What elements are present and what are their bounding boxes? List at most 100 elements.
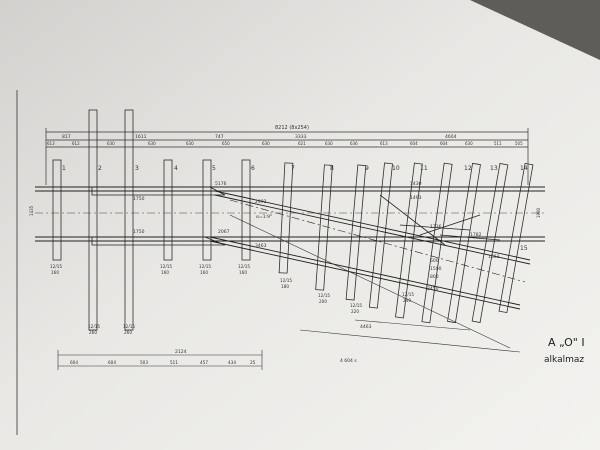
paper-shadow	[470, 0, 600, 60]
svg-text:12/15: 12/15	[318, 293, 330, 298]
top-dimension-lines	[45, 128, 529, 185]
sleeper	[315, 164, 333, 291]
sleeper-section-labels: 12/15 160 12/15 160 12/15 160 12/15 160 …	[50, 264, 414, 335]
svg-text:630: 630	[107, 141, 115, 146]
svg-text:7: 7	[291, 165, 295, 172]
svg-text:8: 8	[330, 165, 334, 172]
svg-text:434: 434	[228, 360, 236, 365]
svg-text:800: 800	[430, 274, 439, 280]
svg-text:11: 11	[420, 165, 428, 172]
svg-text:12/15: 12/15	[88, 324, 100, 329]
svg-text:13: 13	[490, 165, 498, 172]
svg-text:630: 630	[465, 141, 473, 146]
svg-text:9: 9	[365, 165, 369, 172]
svg-text:10: 10	[392, 165, 400, 172]
caption-line-2: alkalmaz	[544, 355, 584, 365]
caption-line-1: A „O" I	[548, 336, 585, 349]
svg-text:160: 160	[200, 270, 208, 275]
sleeper-numbers: 1 2 3 4 5 6 7 8 9 10 11 12 13 14 15	[62, 165, 528, 252]
svg-text:6: 6	[251, 165, 255, 172]
sleeper	[368, 162, 393, 309]
svg-text:200: 200	[319, 299, 327, 304]
svg-text:5: 5	[212, 165, 216, 172]
svg-text:160: 160	[51, 270, 59, 275]
bottom-dimension-lines	[57, 350, 263, 370]
svg-text:180: 180	[281, 284, 289, 289]
svg-text:612: 612	[72, 141, 80, 146]
svg-text:160: 160	[239, 270, 247, 275]
svg-text:260: 260	[89, 330, 97, 335]
svg-text:1750: 1750	[133, 229, 145, 235]
sleeper	[88, 109, 98, 331]
svg-text:3: 3	[135, 165, 139, 172]
svg-text:1611: 1611	[135, 134, 147, 140]
svg-text:1430: 1430	[410, 181, 422, 187]
svg-text:604: 604	[70, 360, 78, 365]
svg-text:457: 457	[200, 360, 208, 365]
svg-text:12/15: 12/15	[50, 264, 62, 269]
svg-text:2992: 2992	[255, 199, 267, 205]
sleeper	[241, 159, 251, 261]
sleeper	[202, 159, 212, 261]
svg-text:747: 747	[215, 134, 224, 140]
svg-text:5176: 5176	[215, 181, 227, 187]
svg-text:12/15: 12/15	[280, 278, 292, 283]
svg-text:1: 1	[62, 165, 66, 172]
top-dims-left: 817 1611 747 3333 4604	[62, 134, 457, 140]
svg-text:503: 503	[140, 360, 148, 365]
svg-text:240: 240	[403, 298, 411, 303]
svg-text:511: 511	[170, 360, 178, 365]
svg-text:630: 630	[148, 141, 156, 146]
svg-text:1782: 1782	[470, 232, 482, 238]
svg-text:1563: 1563	[488, 254, 500, 260]
sleeper	[471, 163, 509, 323]
sleeper	[52, 159, 62, 261]
svg-text:220: 220	[351, 309, 359, 314]
pitch-dimensions: 613 612 630 630 630 650 630 621 630 636 …	[47, 141, 523, 146]
svg-text:3463: 3463	[255, 243, 267, 249]
svg-text:630: 630	[262, 141, 270, 146]
svg-text:14: 14	[520, 165, 528, 172]
svg-text:613: 613	[47, 141, 55, 146]
bottom-note: 4 604 s	[340, 358, 357, 364]
bottom-dimensions: 604 604 503 511 457 434 25	[70, 360, 256, 365]
svg-text:2067: 2067	[218, 229, 230, 235]
sleeper	[447, 162, 481, 324]
svg-text:636: 636	[350, 141, 358, 146]
svg-text:12/15: 12/15	[350, 303, 362, 308]
svg-text:25: 25	[250, 360, 256, 365]
svg-text:3333: 3333	[295, 134, 307, 140]
svg-text:12/15: 12/15	[199, 264, 211, 269]
svg-text:12/15: 12/15	[160, 264, 172, 269]
svg-text:604: 604	[440, 141, 448, 146]
svg-text:12/15: 12/15	[238, 264, 250, 269]
inner-dimensions: 1750 1750 5176 2992 3463 2067 1430 1493 …	[133, 181, 500, 330]
bottom-total: 2124	[175, 349, 187, 355]
angle-label: α=1:9°	[256, 214, 272, 220]
svg-text:4463: 4463	[360, 324, 372, 330]
svg-text:12/15: 12/15	[402, 292, 414, 297]
svg-text:15: 15	[520, 245, 528, 252]
svg-text:505: 505	[515, 141, 523, 146]
sleeper	[163, 159, 173, 261]
svg-text:4: 4	[174, 165, 178, 172]
svg-text:604: 604	[108, 360, 116, 365]
svg-text:630: 630	[186, 141, 194, 146]
svg-text:12/15: 12/15	[123, 324, 135, 329]
left-vertical-label: 1435	[29, 205, 34, 216]
svg-text:160: 160	[161, 270, 169, 275]
switch-blades	[91, 186, 501, 246]
svg-text:4604: 4604	[445, 134, 457, 140]
svg-text:613: 613	[380, 141, 388, 146]
sleepers	[52, 109, 534, 331]
sleeper	[124, 109, 134, 331]
svg-text:630: 630	[325, 141, 333, 146]
sleeper	[278, 162, 294, 274]
svg-text:2450: 2450	[427, 286, 439, 292]
sleeper	[345, 164, 367, 301]
svg-text:1750: 1750	[133, 196, 145, 202]
svg-text:604: 604	[410, 141, 418, 146]
svg-text:260: 260	[124, 330, 132, 335]
